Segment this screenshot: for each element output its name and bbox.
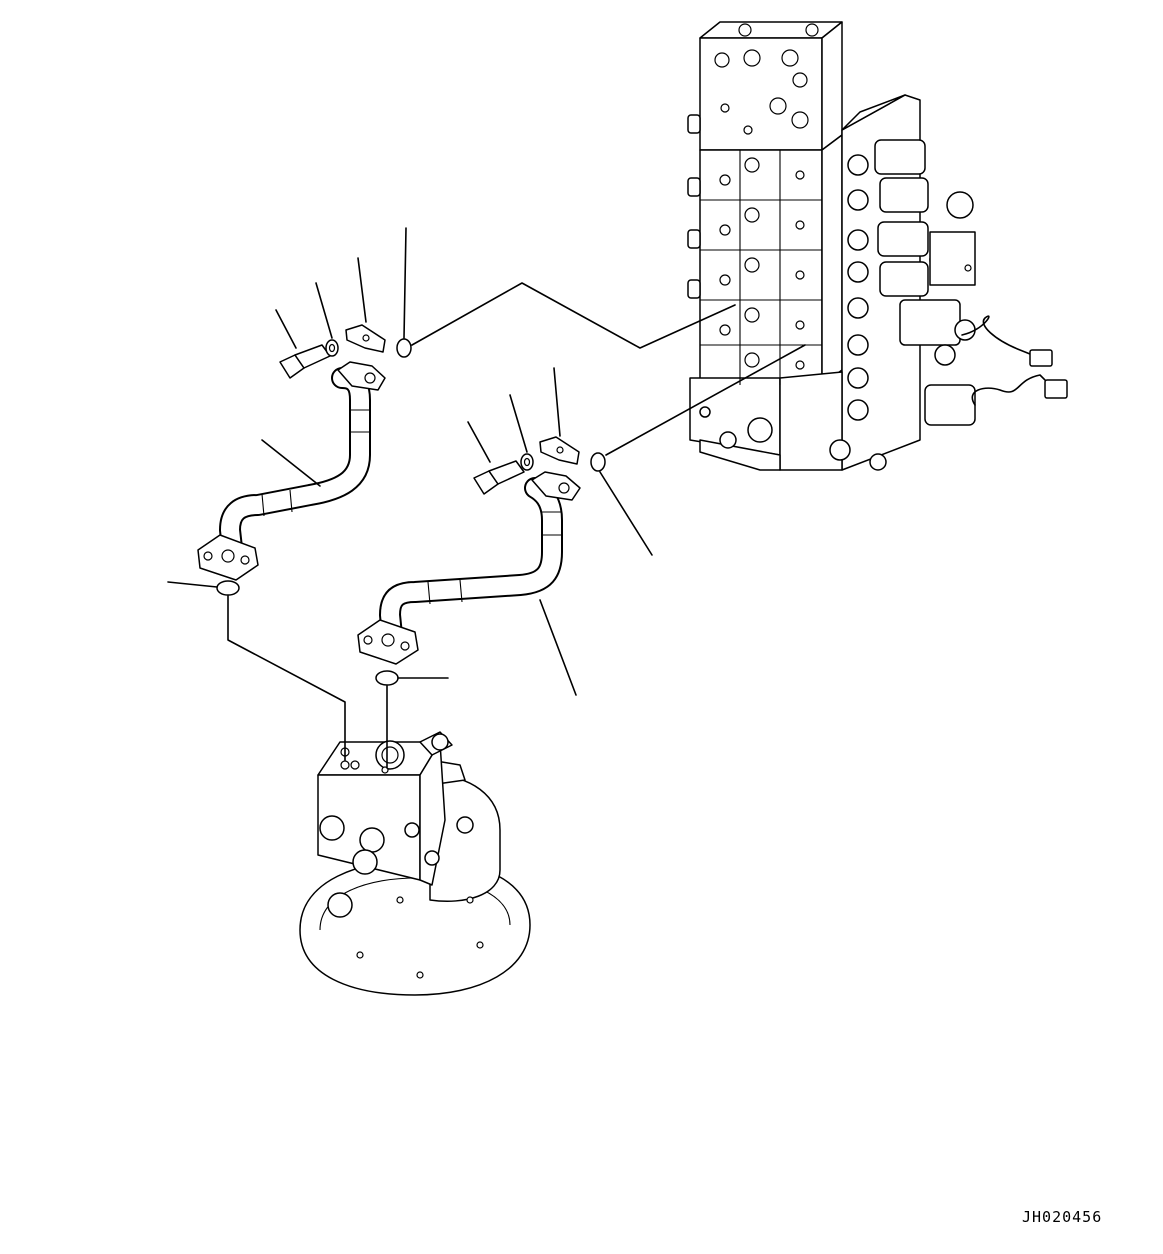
leader-lines — [167, 282, 806, 769]
split-flange-icon — [539, 436, 580, 465]
o-ring-icon — [396, 338, 412, 358]
washer-icon — [325, 339, 339, 357]
bolt-icon — [473, 460, 525, 495]
control-valve — [687, 21, 1068, 471]
swing-motor — [299, 731, 531, 996]
o-ring-motor-left — [216, 580, 240, 596]
bolt-icon — [279, 344, 331, 379]
hardware-lower — [467, 367, 606, 495]
hose-lower — [357, 471, 581, 665]
drawing-id-label: JH020456 — [1022, 1208, 1103, 1226]
hose-upper — [197, 361, 386, 581]
washer-icon — [520, 453, 534, 471]
split-flange-icon — [345, 324, 386, 353]
hardware-upper — [275, 227, 412, 379]
o-ring-motor-right — [375, 670, 399, 686]
o-ring-icon — [590, 452, 606, 472]
